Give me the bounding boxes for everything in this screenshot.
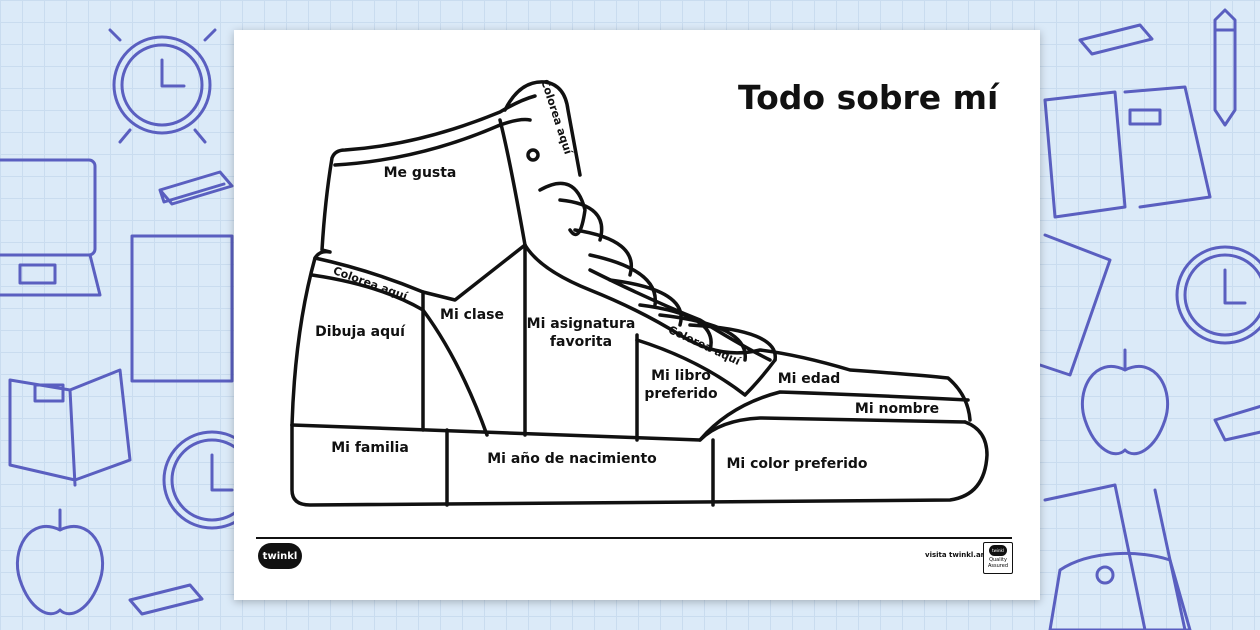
eraser-icon bbox=[1213, 404, 1260, 442]
collar-inner bbox=[333, 117, 532, 167]
laptop-icon bbox=[0, 158, 102, 297]
panel-dividers bbox=[421, 243, 639, 442]
lace-band bbox=[588, 268, 777, 397]
upper-heel bbox=[290, 94, 537, 427]
badge-text: Quality Assured bbox=[988, 557, 1008, 569]
toe-cap bbox=[698, 390, 970, 442]
notebook-icon bbox=[8, 368, 132, 487]
label-mi-asignatura: Mi asignatura favorita bbox=[527, 315, 636, 351]
eraser-icon bbox=[128, 583, 204, 616]
pencil-case-icon bbox=[1048, 552, 1192, 630]
tongue bbox=[498, 80, 582, 247]
pencil-icon bbox=[1213, 8, 1237, 127]
alarm-clock-icon bbox=[108, 28, 217, 144]
open-book-icon bbox=[1043, 85, 1212, 219]
apple-icon bbox=[15, 508, 105, 616]
laces bbox=[538, 181, 777, 362]
page-title: Todo sobre mí bbox=[738, 78, 999, 117]
badge-logo: twinkl bbox=[989, 545, 1007, 556]
label-line: favorita bbox=[549, 334, 613, 350]
label-mi-edad: Mi edad bbox=[777, 371, 841, 387]
notebook-icon bbox=[1038, 233, 1112, 377]
footer-divider bbox=[256, 537, 1012, 539]
sole-divider bbox=[445, 428, 715, 507]
label-mi-color: Mi color preferido bbox=[726, 456, 868, 472]
label-line: preferido bbox=[644, 386, 718, 402]
label-line: Mi asignatura bbox=[526, 316, 636, 332]
label-mi-ano: Mi año de nacimiento bbox=[487, 451, 657, 467]
label-mi-nombre: Mi nombre bbox=[854, 401, 940, 417]
label-dibuja-aqui: Dibuja aquí bbox=[315, 324, 405, 340]
eyelet bbox=[526, 148, 540, 162]
label-line: Mi libro bbox=[651, 368, 711, 384]
sole-top bbox=[290, 416, 967, 442]
apple-icon bbox=[1080, 348, 1170, 456]
eraser-icon bbox=[158, 170, 234, 206]
label-mi-libro: Mi libro preferido bbox=[644, 367, 717, 403]
twinkl-logo: twinkl bbox=[258, 543, 302, 569]
sole bbox=[290, 420, 989, 507]
visit-link[interactable]: visita twinkl.ar bbox=[925, 551, 985, 559]
eraser-icon bbox=[1078, 23, 1154, 56]
label-mi-familia: Mi familia bbox=[331, 440, 409, 456]
alarm-clock-icon bbox=[1175, 245, 1260, 345]
label-mi-clase: Mi clase bbox=[440, 307, 504, 323]
frame-icon bbox=[130, 234, 234, 383]
label-me-gusta: Me gusta bbox=[383, 165, 457, 181]
